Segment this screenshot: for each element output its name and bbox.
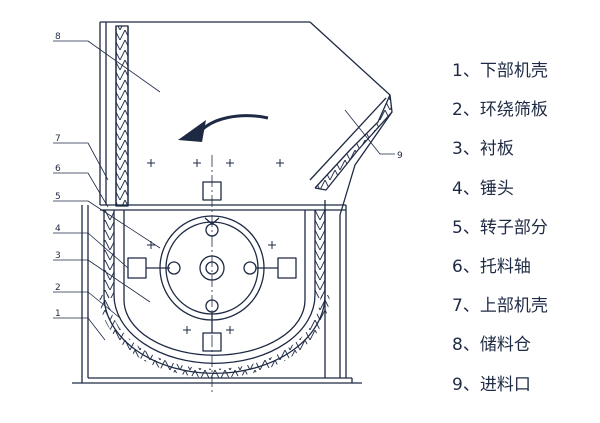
callout-6: 6 (55, 164, 61, 174)
legend-item: 1、下部机壳 (452, 61, 548, 81)
callout-7: 7 (55, 134, 61, 144)
callout-9: 9 (397, 151, 403, 161)
upper-housing (99, 21, 391, 205)
feed-inlet (309, 94, 393, 216)
storage-bin-wall (115, 25, 129, 207)
legend-item: 6、托料轴 (452, 256, 531, 277)
callout-2: 2 (55, 283, 61, 293)
legend-item: 2、环绕筛板 (452, 100, 548, 121)
leader-lines (53, 40, 395, 341)
liner-and-screen (99, 210, 330, 378)
legend-item: 8、储料仓 (452, 335, 531, 356)
callout-8: 8 (55, 32, 61, 42)
callout-4: 4 (55, 224, 61, 234)
legend-item: 9、进料口 (452, 374, 531, 395)
callout-1: 1 (55, 309, 61, 319)
legend-item: 5、转子部分 (452, 217, 548, 238)
callout-numbers: 1 2 3 4 5 6 7 8 9 (55, 32, 403, 319)
callout-5: 5 (55, 192, 61, 202)
callout-3: 3 (55, 251, 61, 261)
legend-item: 3、衬板 (452, 139, 514, 160)
rotation-arrow (198, 114, 269, 134)
parts-legend: 1、下部机壳 2、环绕筛板 3、衬板 4、锤头 5、转子部分 6、托料轴 7、上… (452, 58, 548, 411)
plus-markers (147, 159, 284, 334)
legend-item: 7、上部机壳 (452, 296, 548, 317)
legend-item: 4、锤头 (452, 178, 514, 199)
